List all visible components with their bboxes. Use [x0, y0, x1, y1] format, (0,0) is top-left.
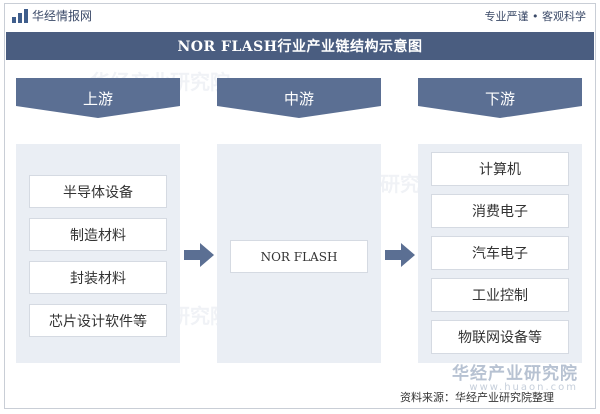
downstream-item: 消费电子: [431, 194, 569, 228]
bar-chart-icon: [12, 8, 28, 23]
upstream-item: 芯片设计软件等: [29, 304, 167, 337]
top-bar: 华经情报网 专业严谨 • 客观科学: [4, 3, 596, 28]
upstream-item: 制造材料: [29, 218, 167, 251]
downstream-item: 计算机: [431, 152, 569, 186]
arrow-right-icon: [385, 243, 415, 267]
upstream-item: 封装材料: [29, 261, 167, 294]
logo: 华经情报网: [12, 7, 92, 24]
slogan: 专业严谨 • 客观科学: [484, 9, 586, 23]
downstream-item: 汽车电子: [431, 236, 569, 270]
footer-brand: 华经产业研究院 www.huaon.com: [452, 359, 578, 393]
brand-name: 华经产业研究院: [452, 364, 578, 384]
logo-text: 华经情报网: [32, 9, 93, 23]
diagram-title: NOR FLASH行业产业链结构示意图: [6, 32, 594, 60]
brand-url: www.huaon.com: [469, 382, 578, 393]
midstream-item: NOR FLASH: [230, 240, 368, 273]
downstream-panel: 计算机 消费电子 汽车电子 工业控制 物联网设备等: [418, 144, 582, 363]
arrow-right-icon: [184, 243, 214, 267]
upstream-panel: 半导体设备 制造材料 封装材料 芯片设计软件等: [16, 144, 180, 363]
midstream-panel: NOR FLASH: [217, 144, 381, 363]
upstream-item: 半导体设备: [29, 175, 167, 208]
downstream-item: 工业控制: [431, 278, 569, 312]
source-note: 资料来源：华经产业研究院整理: [400, 391, 554, 404]
downstream-item: 物联网设备等: [431, 320, 569, 354]
